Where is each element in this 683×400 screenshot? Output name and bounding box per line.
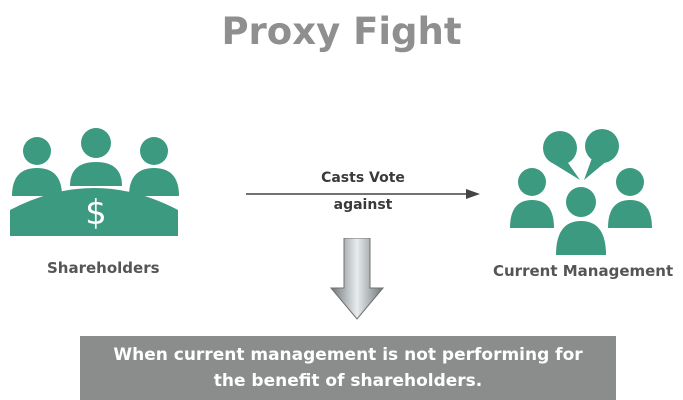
shareholders-label: Shareholders [47, 259, 160, 277]
right-arrow-icon [244, 186, 484, 200]
diagram-title: Proxy Fight [221, 10, 462, 53]
down-arrow-icon [329, 237, 385, 320]
arrow-label-line1: Casts Vote [321, 170, 405, 186]
dollar-symbol: $ [85, 193, 107, 233]
management-icon [508, 128, 656, 256]
banner-line2: the benefit of shareholders. [213, 371, 483, 391]
explanation-banner: When current management is not performin… [80, 336, 616, 400]
arrow-label-line2: against [333, 197, 393, 213]
management-label: Current Management [493, 262, 674, 280]
banner-line1: When current management is not performin… [113, 345, 583, 365]
shareholders-icon: $ [8, 126, 180, 236]
